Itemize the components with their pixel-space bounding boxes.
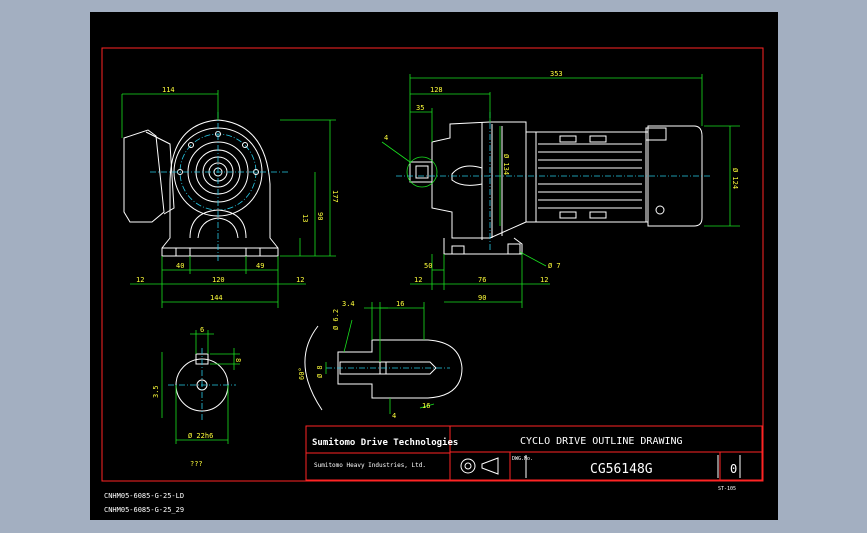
dim-shaft-key-6: 6: [200, 326, 204, 334]
dim-key-width: 4: [384, 134, 388, 142]
dim-shaft-3-5: 3.5: [152, 385, 160, 398]
reducer-body: [431, 121, 527, 239]
dim-50: 50: [424, 262, 432, 270]
dim-353: 353: [550, 70, 563, 78]
fan-bolt: [655, 205, 665, 215]
bolt-hole: [188, 142, 194, 148]
drawing-number: CG56148G: [590, 462, 653, 477]
side-foot-left: [451, 245, 465, 255]
dim-mount-hole: Ø 7: [548, 262, 561, 270]
foot-right: [245, 247, 261, 257]
dim-detail-dia8: Ø 8: [316, 365, 324, 378]
dim-144: 144: [210, 294, 223, 302]
dwg-no-label: DWG.No.: [512, 456, 533, 462]
drawing-frame: [101, 47, 764, 482]
gearbox-housing: [161, 119, 279, 257]
dim-76: 76: [478, 276, 486, 284]
title-block: Sumitomo Drive Technologies Sumitomo Hea…: [305, 425, 763, 492]
dim-12-side-right: 12: [540, 276, 548, 284]
side-foot-right: [507, 243, 521, 255]
detail-break-arc: [304, 325, 323, 411]
model-line-2: CNHM05-6085-G-25_29: [104, 506, 184, 514]
dim-detail-16b: 16: [422, 402, 430, 410]
dim-90-side: 90: [478, 294, 486, 302]
terminal-box-lid: [145, 131, 175, 215]
revision: 0: [730, 462, 737, 476]
front-dimensions: 114 177 90 13 40 49 12 120 12 144: [121, 86, 339, 308]
dim-detail-16: 16: [396, 300, 404, 308]
dim-114: 114: [162, 86, 175, 94]
detail-shaft-body: [337, 339, 463, 399]
shaft-boss: [451, 165, 483, 186]
dim-dia134: Ø 134: [502, 154, 510, 175]
subsidiary-name: Sumitomo Heavy Industries, Ltd.: [314, 462, 426, 469]
dim-detail-4: 4: [392, 412, 396, 420]
fan-cover-top: [645, 127, 667, 141]
dim-35: 35: [416, 104, 424, 112]
sheet-code: ST-105: [718, 486, 736, 492]
dim-90: 90: [316, 212, 324, 220]
detail-thread: [339, 361, 437, 375]
dim-128: 128: [430, 86, 443, 94]
foot-left: [175, 247, 191, 257]
shaft-detail: 3.4 16 Ø 6.2 Ø 8 60° 4 16: [298, 300, 463, 420]
model-line-1: CNHM05-6085-G-25-LD: [104, 492, 184, 500]
shaft-section: 6 8 3.5 Ø 22h6 ???: [152, 326, 242, 468]
drawing-canvas[interactable]: 114 177 90 13 40 49 12 120 12 144: [90, 12, 778, 520]
dim-detail-60deg: 60°: [298, 367, 306, 380]
company-name: Sumitomo Drive Technologies: [312, 437, 458, 448]
bolt-hole: [242, 142, 248, 148]
side-view: [396, 112, 710, 255]
dim-49: 49: [256, 262, 264, 270]
support-web-inner: [197, 217, 239, 239]
support-web: [189, 209, 247, 239]
dim-120: 120: [212, 276, 225, 284]
dim-12-side-left: 12: [414, 276, 422, 284]
key-callout-circle: [406, 156, 438, 188]
dim-177: 177: [331, 190, 339, 203]
dim-shaft-dia22: Ø 22h6: [188, 432, 213, 440]
dim-40: 40: [176, 262, 184, 270]
scale-note: ???: [190, 460, 203, 468]
fan-cover: [647, 125, 703, 227]
drawing-title: CYCLO DRIVE OUTLINE DRAWING: [520, 436, 683, 447]
cooling-fins: [538, 135, 642, 219]
projection-symbol-icon: [460, 457, 499, 475]
front-view: [123, 112, 290, 262]
terminal-box: [123, 129, 165, 223]
dim-13: 13: [301, 214, 309, 222]
dim-dia124: Ø 124: [731, 168, 739, 189]
shaft-key: [415, 165, 429, 179]
dim-12-left: 12: [136, 276, 144, 284]
dim-detail-dia6-2: Ø 6.2: [332, 309, 340, 330]
output-shaft: [409, 161, 433, 183]
dim-shaft-8: 8: [234, 358, 242, 362]
dim-12-right: 12: [296, 276, 304, 284]
dim-detail-3-4: 3.4: [342, 300, 355, 308]
side-dimensions: 353 128 35 Ø 134 Ø 124 4 50 12 76 12 90 …: [381, 70, 740, 308]
outline-drawing: 114 177 90 13 40 49 12 120 12 144: [101, 47, 764, 514]
